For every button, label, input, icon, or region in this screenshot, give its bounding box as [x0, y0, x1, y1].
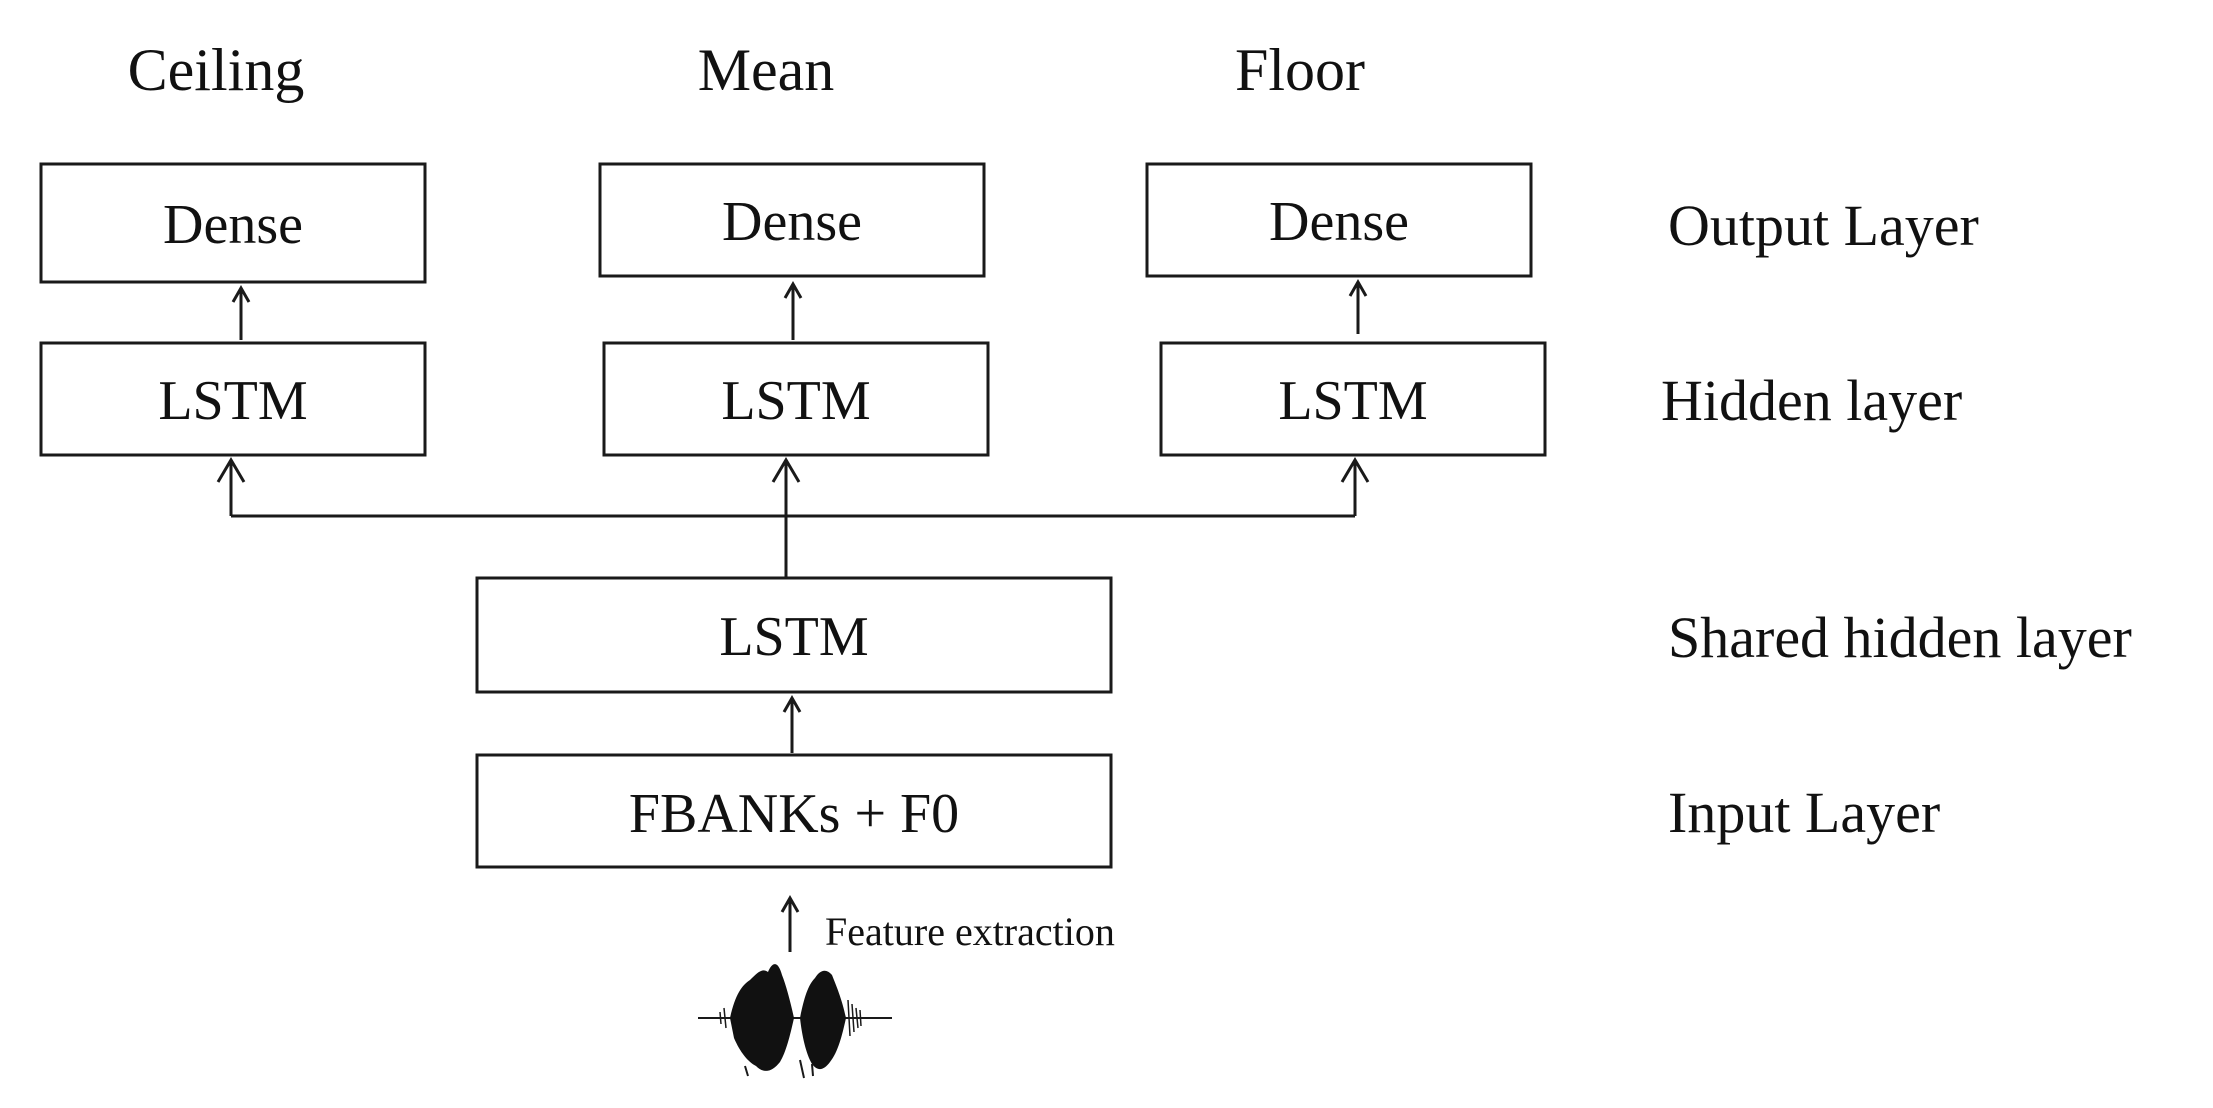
feature-extraction-label: Feature extraction [825, 909, 1115, 954]
dense-box-ceiling: Dense [39, 162, 427, 284]
audio-waveform-icon [698, 964, 892, 1079]
layer-label-output: Output Layer [1668, 193, 1979, 258]
shared-lstm-label: LSTM [719, 606, 868, 668]
branch-arrowhead-ceiling [216, 457, 246, 483]
dense-box-floor: Dense [1145, 162, 1533, 278]
branch-arrowhead-mean [771, 457, 801, 483]
layer-label-hidden: Hidden layer [1661, 368, 1962, 433]
heading-floor: Floor [1235, 37, 1365, 103]
arrow-hidden-to-dense-mean [783, 280, 803, 340]
arrow-input-to-shared [782, 694, 802, 753]
input-label: FBANKs + F0 [629, 783, 959, 845]
lstm-box-mean: LSTM [602, 341, 990, 457]
lstm-label-ceiling: LSTM [158, 370, 307, 432]
lstm-box-floor: LSTM [1159, 341, 1547, 457]
dense-label-floor: Dense [1269, 191, 1409, 253]
dense-box-mean: Dense [598, 162, 986, 278]
lstm-box-ceiling: LSTM [39, 341, 427, 457]
layer-label-input: Input Layer [1668, 780, 1940, 845]
dense-label-ceiling: Dense [163, 194, 303, 256]
input-box: FBANKs + F0 [475, 753, 1113, 869]
layer-label-shared: Shared hidden layer [1668, 605, 2132, 670]
dense-label-mean: Dense [722, 191, 862, 253]
arrow-hidden-to-dense-ceiling [231, 284, 251, 340]
shared-lstm-box: LSTM [475, 576, 1113, 694]
branch-connector [216, 457, 1370, 578]
lstm-label-floor: LSTM [1278, 370, 1427, 432]
branch-arrowhead-floor [1340, 457, 1370, 483]
arrow-feature-extraction [780, 894, 800, 952]
heading-ceiling: Ceiling [128, 37, 305, 103]
arrow-hidden-to-dense-floor [1348, 278, 1368, 334]
lstm-label-mean: LSTM [721, 370, 870, 432]
heading-mean: Mean [698, 37, 835, 103]
